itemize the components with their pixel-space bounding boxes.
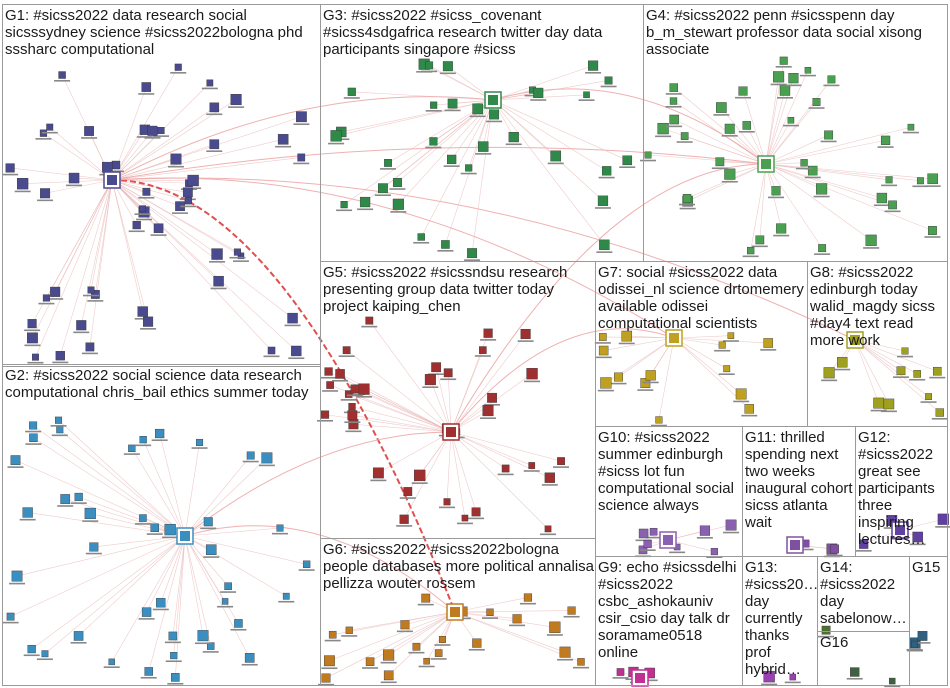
- group-panel-g12: G12: #sicss2022 great see participants t…: [855, 426, 948, 557]
- group-label-g3: G3: #sicss2022 #sicss_covenant #sicss4sd…: [323, 7, 641, 58]
- group-label-g2: G2: #sicss2022 social science data resea…: [5, 367, 323, 401]
- group-label-g13: G13: #sicss20… day currently thanks prof…: [745, 559, 817, 678]
- group-panel-g3: G3: #sicss2022 #sicss_covenant #sicss4sd…: [320, 4, 644, 262]
- group-label-g14: G14: #sicss2022 day sabelonow…: [820, 559, 910, 627]
- group-label-g9: G9: echo #sicssdelhi #sicss2022 csbc_ash…: [598, 559, 743, 661]
- group-panel-g1: G1: #sicss2022 data research social sics…: [2, 4, 321, 367]
- group-label-g11: G11: thrilled spending next two weeks in…: [745, 429, 855, 531]
- group-label-g16: G16: [820, 634, 910, 651]
- group-panel-g11: G11: thrilled spending next two weeks in…: [742, 426, 856, 557]
- group-panel-g8: G8: #sicss2022 edinburgh today walid_mag…: [807, 261, 948, 427]
- group-panel-g2: G2: #sicss2022 social science data resea…: [2, 364, 321, 686]
- group-panel-g6: G6: #sicss2022 #sicss2022bologna people …: [320, 538, 596, 686]
- group-panel-g13: G13: #sicss20… day currently thanks prof…: [742, 556, 818, 686]
- group-panel-g5: G5: #sicss2022 #sicssndsu research prese…: [320, 261, 596, 539]
- group-label-g15: G15: [912, 559, 948, 576]
- group-label-g4: G4: #sicss2022 penn #sicsspenn day b_m_s…: [646, 7, 942, 58]
- group-panel-g9: G9: echo #sicssdelhi #sicss2022 csbc_ash…: [595, 556, 743, 686]
- group-label-g10: G10: #sicss2022 summer edinburgh #sicss …: [598, 429, 742, 514]
- group-label-g8: G8: #sicss2022 edinburgh today walid_mag…: [810, 264, 946, 349]
- group-panel-g15: G15: [909, 556, 948, 686]
- group-label-g7: G7: social #sicss2022 data odissei_nl sc…: [598, 264, 804, 332]
- group-panel-g10: G10: #sicss2022 summer edinburgh #sicss …: [595, 426, 743, 557]
- group-panel-g14: G14: #sicss2022 day sabelonow…: [817, 556, 910, 632]
- group-label-g1: G1: #sicss2022 data research social sics…: [5, 7, 317, 58]
- group-panel-g4: G4: #sicss2022 penn #sicsspenn day b_m_s…: [643, 4, 948, 262]
- group-label-g12: G12: #sicss2022 great see participants t…: [858, 429, 946, 548]
- group-label-g5: G5: #sicss2022 #sicssndsu research prese…: [323, 264, 595, 315]
- group-panel-g16: G16: [817, 631, 910, 686]
- group-panel-g7: G7: social #sicss2022 data odissei_nl sc…: [595, 261, 808, 427]
- group-label-g6: G6: #sicss2022 #sicss2022bologna people …: [323, 541, 595, 592]
